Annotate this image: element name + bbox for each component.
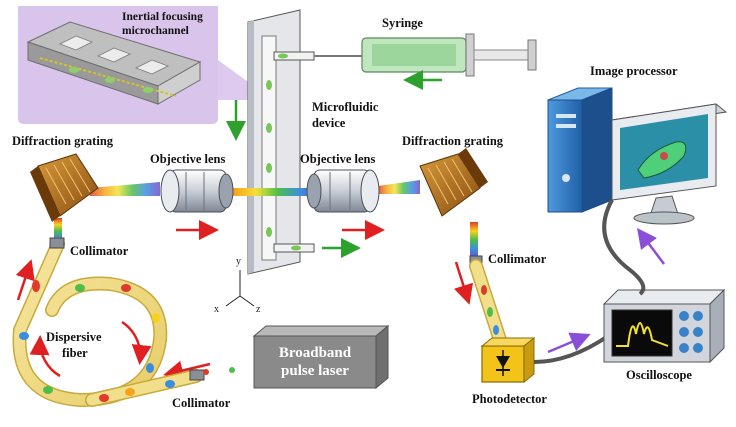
label-photodetector: Photodetector — [472, 392, 547, 406]
image-processor — [547, 87, 728, 296]
label-inertial-focusing: Inertial focusing — [122, 11, 203, 23]
label-objective-right: Objective lens — [300, 152, 376, 166]
label-collimator-left: Collimator — [70, 244, 129, 258]
axis-z-label: z — [256, 304, 261, 315]
label-pulse-laser: pulse laser — [281, 363, 349, 379]
photodetector — [480, 334, 610, 384]
label-device: device — [312, 116, 346, 130]
axis-y-label: y — [236, 256, 241, 267]
syringe — [314, 33, 537, 77]
coordinate-axes — [225, 270, 255, 307]
objective-lens-right — [306, 169, 380, 213]
broadband-laser — [252, 324, 390, 390]
signal-arrows — [547, 228, 665, 354]
dispersive-fiber — [12, 237, 235, 408]
diffraction-grating-right — [419, 148, 488, 217]
detector-fiber — [469, 255, 507, 347]
inertial-focusing-inset — [18, 6, 262, 124]
label-fiber: fiber — [62, 346, 88, 360]
oscilloscope — [602, 288, 726, 364]
label-image-processor: Image processor — [590, 64, 678, 78]
label-microchannel: microchannel — [122, 25, 189, 37]
microfluidic-device — [247, 9, 315, 275]
objective-lens-left — [160, 169, 234, 213]
label-oscilloscope: Oscilloscope — [626, 368, 692, 382]
label-collimator-bottom: Collimator — [172, 396, 231, 410]
label-diffraction-right: Diffraction grating — [402, 134, 504, 148]
label-broadband: Broadband — [278, 345, 352, 361]
label-syringe: Syringe — [382, 16, 423, 30]
flow-arrows — [226, 70, 442, 258]
diffraction-grating-left — [30, 153, 99, 222]
axis-x-label: x — [214, 304, 219, 315]
label-dispersive: Dispersive — [46, 330, 102, 344]
light-beams — [54, 180, 478, 258]
label-collimator-right: Collimator — [488, 252, 547, 266]
label-microfluidic: Microfluidic — [312, 100, 379, 114]
label-diffraction-left: Diffraction grating — [12, 134, 114, 148]
label-objective-left: Objective lens — [150, 152, 226, 166]
optical-path-arrows — [15, 220, 474, 381]
